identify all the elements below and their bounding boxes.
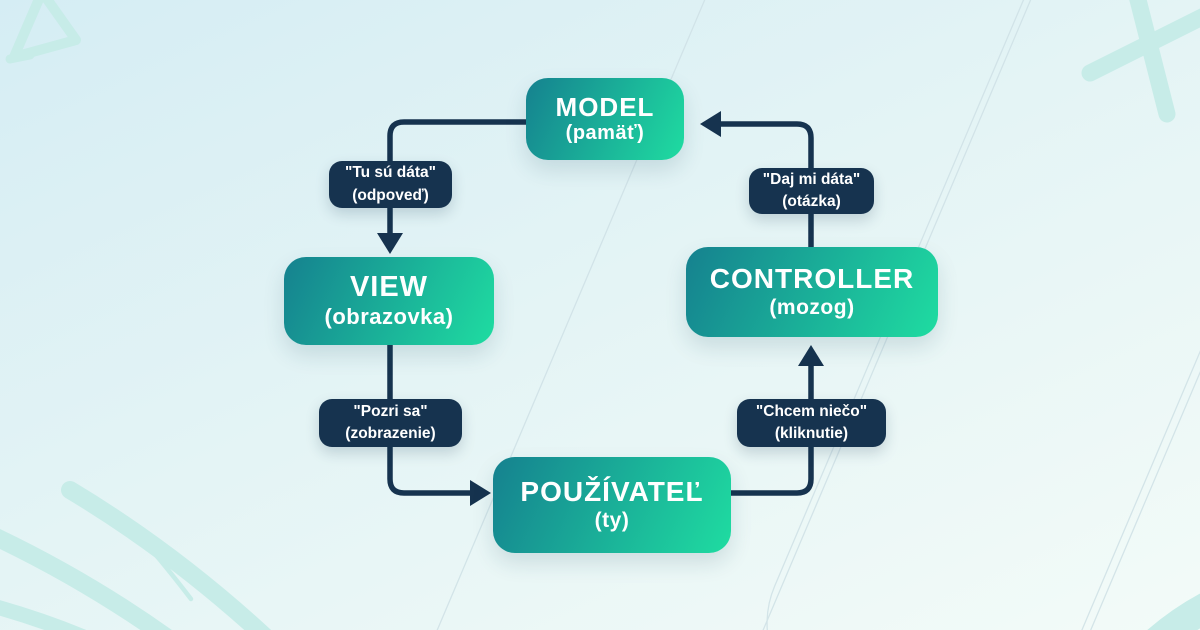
- edge-label-response: "Tu sú dáta" (odpoveď): [329, 161, 452, 208]
- sketch-x-icon: [1129, 0, 1176, 123]
- edge-label-display-line1: "Pozri sa": [353, 402, 428, 420]
- arrowhead-down-icon: [377, 233, 403, 254]
- node-user-title: POUŽÍVATEĽ: [520, 476, 704, 507]
- node-model-subtitle: (pamäť): [565, 122, 645, 145]
- edge-label-display: "Pozri sa" (zobrazenie): [319, 399, 462, 447]
- edge-label-question-line1: "Daj mi dáta": [762, 170, 861, 188]
- node-model: MODEL (pamäť): [526, 78, 684, 160]
- sketch-brush-stroke: [0, 600, 87, 630]
- edge-label-click-line2: (kliknutie): [774, 425, 849, 442]
- edge-label-display-line2: (zobrazenie): [345, 425, 436, 442]
- edge-label-question-line2: (otázka): [782, 193, 841, 210]
- node-user: POUŽÍVATEĽ (ty): [493, 457, 731, 553]
- edge-label-question: "Daj mi dáta" (otázka): [749, 168, 874, 214]
- edge-label-click: "Chcem niečo" (kliknutie): [737, 399, 886, 447]
- node-user-subtitle: (ty): [594, 508, 630, 532]
- node-controller-subtitle: (mozog): [769, 295, 855, 319]
- sketch-brush-stroke: [0, 529, 172, 630]
- sketch-thin-stroke: [140, 537, 194, 602]
- arrow-model-to-view: [387, 119, 528, 236]
- arrowhead-right-icon: [470, 480, 491, 506]
- node-controller-title: CONTROLLER: [709, 263, 915, 294]
- node-view-title: VIEW: [349, 270, 429, 303]
- node-model-title: MODEL: [555, 91, 655, 122]
- arrow-view-to-user: [387, 344, 473, 496]
- node-view-subtitle: (obrazovka): [324, 303, 454, 329]
- arrowhead-up-icon: [798, 345, 824, 366]
- arrow-user-to-controller: [729, 364, 814, 496]
- arrowhead-left-icon: [700, 111, 721, 137]
- edge-label-response-line1: "Tu sú dáta": [344, 164, 437, 182]
- sketch-triangle-tail: [5, 50, 35, 64]
- arrow-controller-to-model: [719, 121, 814, 249]
- sketch-brush-stroke: [61, 481, 272, 630]
- sketch-triangle-icon: [9, 0, 81, 62]
- node-controller: CONTROLLER (mozog): [686, 247, 938, 337]
- edge-label-click-line1: "Chcem niečo": [755, 402, 868, 420]
- edge-label-response-line2: (odpoveď): [352, 186, 429, 204]
- node-view: VIEW (obrazovka): [284, 257, 494, 345]
